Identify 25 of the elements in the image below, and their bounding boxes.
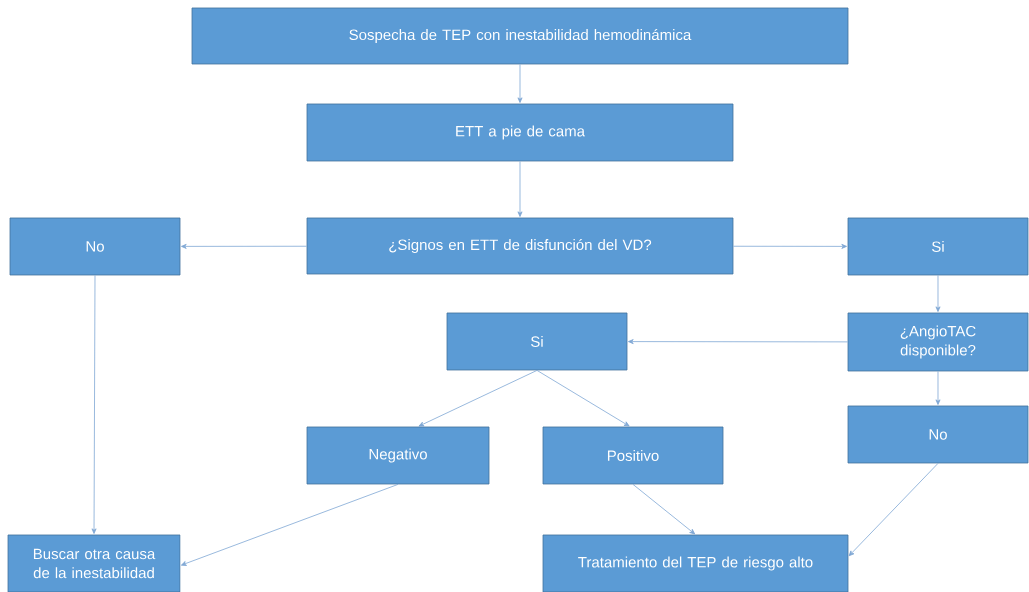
arrow	[848, 463, 939, 557]
arrow	[733, 243, 847, 249]
arrow	[517, 64, 523, 103]
arrow	[418, 370, 538, 427]
process-box: No	[847, 405, 1029, 464]
process-box: Si	[446, 312, 628, 371]
process-box: ETT a pie de cama	[306, 103, 734, 162]
process-box: Positivo	[542, 426, 724, 485]
arrow	[180, 484, 399, 566]
process-box: Negativo	[306, 426, 490, 485]
arrow	[632, 484, 696, 535]
process-box: Sospecha de TEP con inestabilidad hemodinámica	[191, 7, 849, 65]
process-box: ¿Signos en ETT de disfunción del VD?	[306, 217, 734, 275]
process-box: No	[9, 217, 181, 276]
arrow	[536, 370, 630, 427]
process-box: ¿AngioTAC disponible?	[847, 312, 1029, 372]
process-box: Tratamiento del TEP de riesgo alto	[542, 534, 849, 592]
arrow	[935, 371, 941, 405]
arrow	[91, 275, 97, 534]
process-box: Buscar otra causa de la inestabilidad	[7, 534, 181, 592]
arrow	[517, 161, 523, 217]
process-box: Si	[847, 217, 1029, 276]
arrow	[181, 243, 307, 249]
arrow	[935, 275, 941, 312]
arrow	[628, 339, 848, 345]
